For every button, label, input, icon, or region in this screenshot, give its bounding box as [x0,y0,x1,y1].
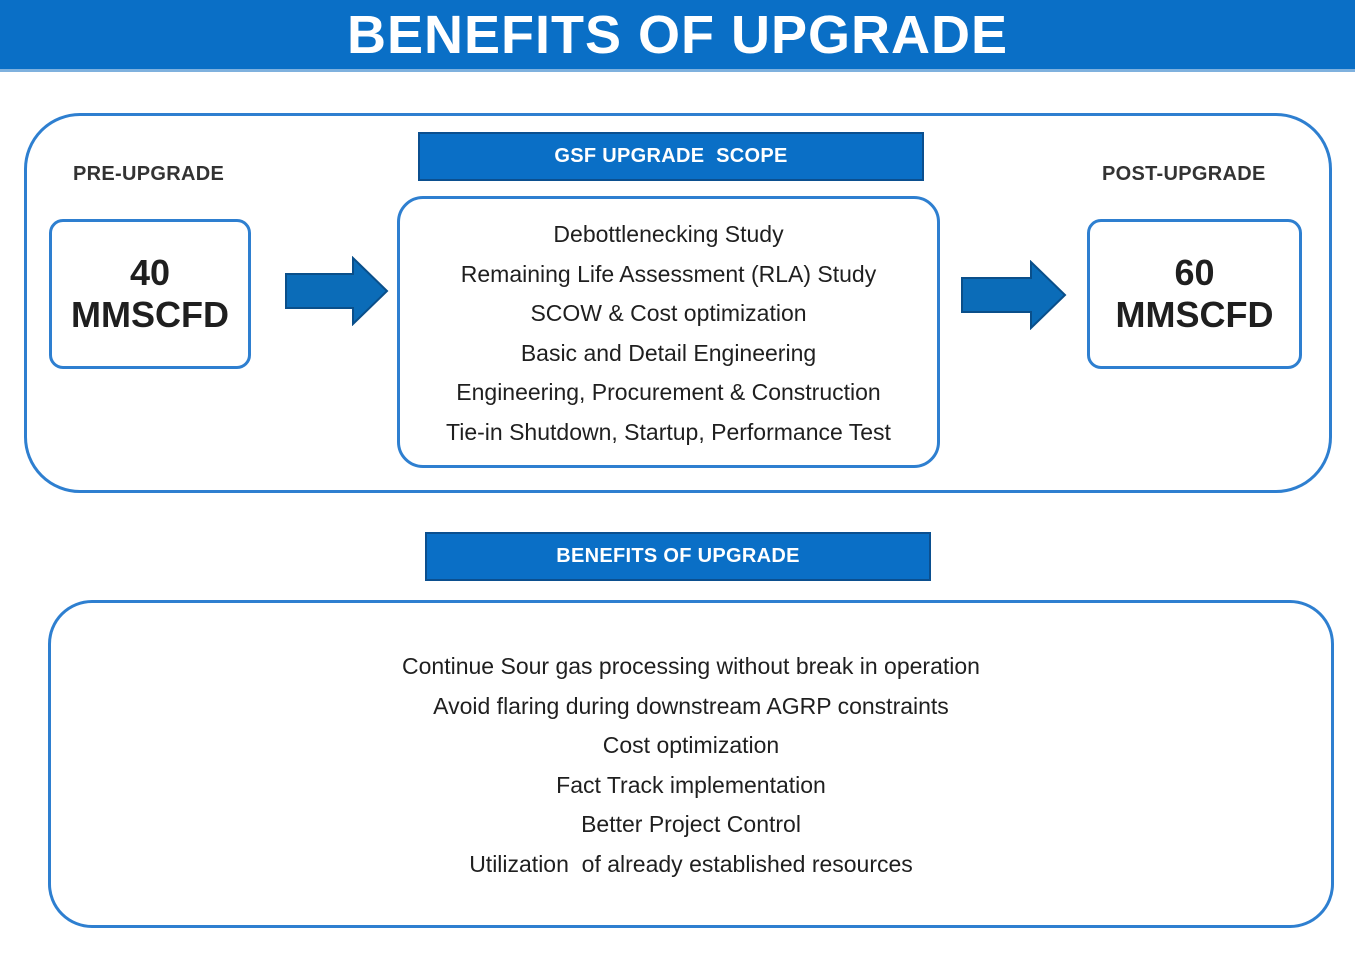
post-upgrade-label: POST-UPGRADE [1102,163,1266,185]
benefit-item: Utilization of already established resou… [469,850,913,877]
post-upgrade-capacity-box: 60 MMSCFD [1087,219,1302,369]
benefit-item: Continue Sour gas processing without bre… [402,653,980,679]
right-arrow-icon [285,256,389,326]
pre-upgrade-unit: MMSCFD [71,294,229,335]
scope-item: Tie-in Shutdown, Startup, Performance Te… [446,418,891,445]
scope-item: Basic and Detail Engineering [520,339,817,366]
scope-list: Debottlenecking Study Remaining Life Ass… [400,215,937,452]
scope-header-label: GSF UPGRADE SCOPE [554,145,788,167]
benefit-item: Better Project Control [581,811,801,837]
benefits-header-label: BENEFITS OF UPGRADE [556,545,800,567]
post-upgrade-unit: MMSCFD [1115,294,1274,335]
benefits-list: Continue Sour gas processing without bre… [51,647,1331,884]
title-bar: BENEFITS OF UPGRADE [0,0,1355,72]
benefit-item: Fact Track implementation [556,771,826,798]
benefits-header: BENEFITS OF UPGRADE [425,532,931,581]
scope-item: Remaining Life Assessment (RLA) Study [460,260,877,287]
benefit-item: Avoid flaring during downstream AGRP con… [433,692,949,719]
pre-upgrade-value: 40 [129,252,171,293]
scope-item: Engineering, Procurement & Construction [456,379,881,405]
scope-item: Debottlenecking Study [553,221,784,247]
post-upgrade-value: 60 [1174,252,1215,293]
scope-header: GSF UPGRADE SCOPE [418,132,924,181]
scope-item: SCOW & Cost optimization [530,300,807,326]
pre-upgrade-label: PRE-UPGRADE [73,163,225,185]
scope-box: Debottlenecking Study Remaining Life Ass… [397,196,940,468]
benefits-box: Continue Sour gas processing without bre… [48,600,1334,928]
right-arrow-icon [961,260,1067,330]
page-title: BENEFITS OF UPGRADE [346,4,1009,65]
benefit-item: Cost optimization [602,732,780,758]
pre-upgrade-capacity-box: 40 MMSCFD [49,219,251,369]
upgrade-flow-panel [24,113,1332,493]
